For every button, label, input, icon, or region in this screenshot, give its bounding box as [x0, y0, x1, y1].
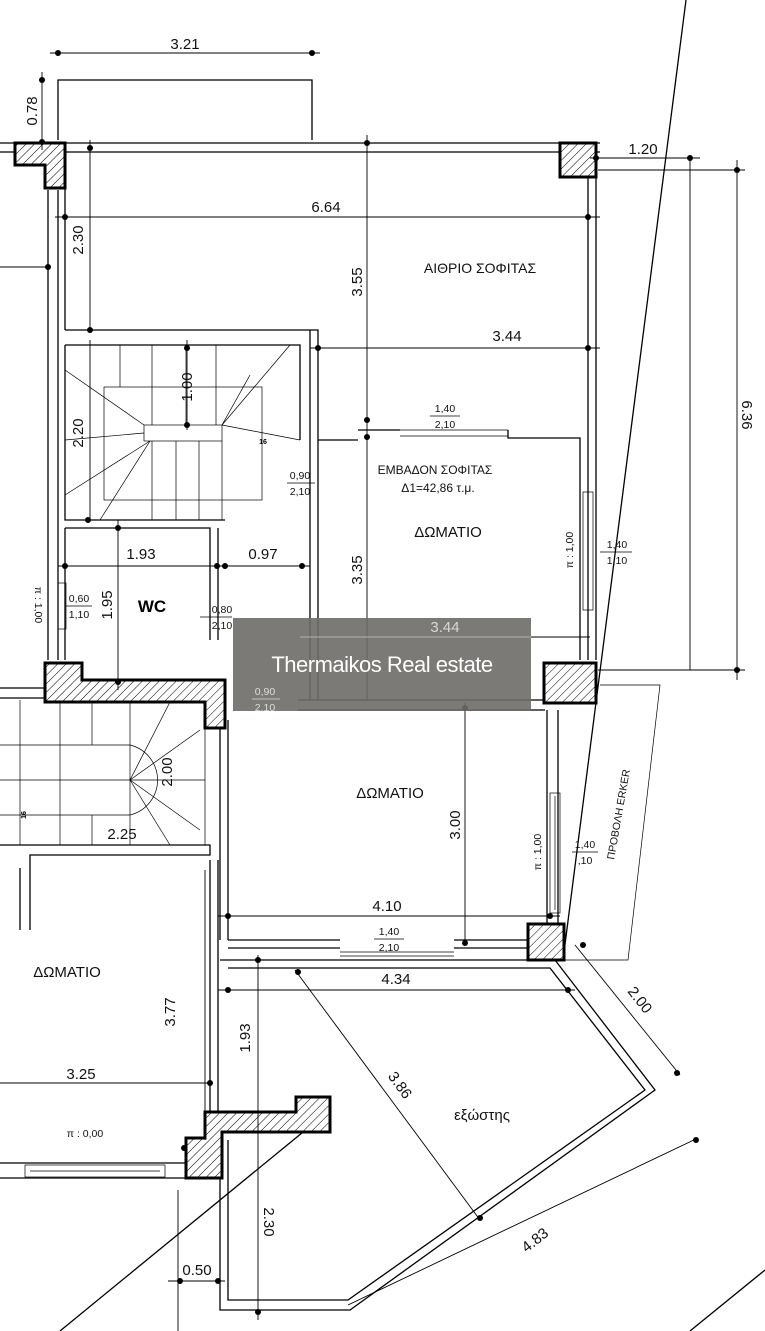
- svg-text:2,10: 2,10: [212, 620, 233, 632]
- dim-label: 3.55: [349, 267, 366, 296]
- opening-8: 1,40 2,10: [374, 926, 404, 954]
- dim-label: 4.34: [381, 971, 410, 988]
- dim-label: 3.21: [170, 36, 199, 53]
- svg-text:2,10: 2,10: [290, 486, 311, 498]
- opening-2: 0,90 2,10: [287, 470, 315, 498]
- dim-label: 1.93: [237, 1023, 254, 1052]
- windows: [24, 429, 594, 1178]
- dim-label: 3.44: [492, 328, 521, 345]
- dim-label: 0.78: [24, 96, 41, 125]
- svg-text:1,40: 1,40: [575, 839, 596, 851]
- area-value: Δ1=42,86 τ.μ.: [401, 481, 474, 495]
- watermark-text: Thermaikos Real estate: [271, 651, 493, 677]
- svg-text:0,80: 0,80: [212, 604, 233, 616]
- sill-height: π : 1,00: [32, 587, 44, 624]
- opening-5: 0,80 2,10: [200, 604, 232, 632]
- dim-label: 1.20: [628, 141, 657, 158]
- opening-1: 1,40 2,10: [430, 403, 460, 431]
- room-label-atrium: ΑΙΘΡΙΟ ΣΟΦΙΤΑΣ: [424, 260, 537, 276]
- dim-label: 4.83: [518, 1225, 551, 1256]
- dim-label: 2.20: [70, 418, 87, 447]
- dim-label: 2.25: [107, 826, 136, 843]
- dim-label: 2.00: [159, 757, 176, 786]
- stair-step-count: 16: [21, 811, 28, 819]
- opening-4: 0,60 1,10: [66, 593, 92, 621]
- svg-text:1,10: 1,10: [69, 609, 90, 621]
- sill-height: π : 0,00: [67, 1128, 104, 1140]
- dimension-labels: 3.21 0.78 1.20 6.64 2.30 3.55 3.44 6.36 …: [24, 36, 755, 1279]
- sill-height: π : 1,00: [564, 532, 576, 569]
- opening-3: 1,40 1,10: [600, 539, 632, 567]
- dim-label: 6.64: [311, 199, 340, 216]
- dim-label: 3.77: [162, 997, 179, 1026]
- svg-text:1,40: 1,40: [435, 403, 456, 415]
- svg-text:1,40: 1,40: [607, 539, 628, 551]
- svg-text:0,60: 0,60: [69, 593, 90, 605]
- opening-7: 1,40 ,10: [572, 839, 598, 867]
- dim-label: 2.30: [260, 1207, 277, 1236]
- dim-label: 2.30: [70, 225, 87, 254]
- sill-height: π : 1,00: [532, 834, 544, 871]
- svg-text:1,10: 1,10: [607, 555, 628, 567]
- room-label-wc: WC: [138, 597, 166, 616]
- svg-text:2,10: 2,10: [379, 942, 400, 954]
- dim-label: 3.25: [66, 1066, 95, 1083]
- dim-label: 1.95: [99, 590, 116, 619]
- stair-step-count: 16: [259, 439, 267, 446]
- dim-label: 3.00: [447, 810, 464, 839]
- room-label-bedroom-1: ΔΩΜΑΤΙΟ: [414, 524, 482, 541]
- dim-label: 4.10: [372, 898, 401, 915]
- svg-text:1,40: 1,40: [379, 926, 400, 938]
- room-label-balcony: εξώστης: [454, 1107, 510, 1124]
- dim-label: 1.00: [179, 372, 196, 401]
- dim-label: 1.93: [126, 546, 155, 563]
- area-title: ΕΜΒΑΔΟΝ ΣΟΦΙΤΑΣ: [378, 463, 493, 477]
- svg-text:,10: ,10: [578, 855, 593, 867]
- dim-label: 6.36: [738, 400, 755, 429]
- staircase-lower: [0, 700, 206, 846]
- svg-text:2,10: 2,10: [435, 419, 456, 431]
- svg-text:0,90: 0,90: [290, 470, 311, 482]
- erker-label: ΠΡΟΒΟΛΗ ERKER: [605, 768, 633, 861]
- dim-label: 0.50: [182, 1262, 211, 1279]
- opening-labels: 1,40 2,10 0,90 2,10 1,40 1,10 0,60 1,10 0,80…: [21, 403, 632, 1140]
- room-label-bedroom-3: ΔΩΜΑΤΙΟ: [33, 964, 101, 981]
- property-lines: [59, 0, 765, 1331]
- staircase-upper: [64, 344, 301, 521]
- watermark: Thermaikos Real estate: [233, 618, 531, 711]
- dim-label: 0.97: [248, 546, 277, 563]
- dim-label: 3.35: [349, 555, 366, 584]
- room-label-bedroom-2: ΔΩΜΑΤΙΟ: [356, 785, 424, 802]
